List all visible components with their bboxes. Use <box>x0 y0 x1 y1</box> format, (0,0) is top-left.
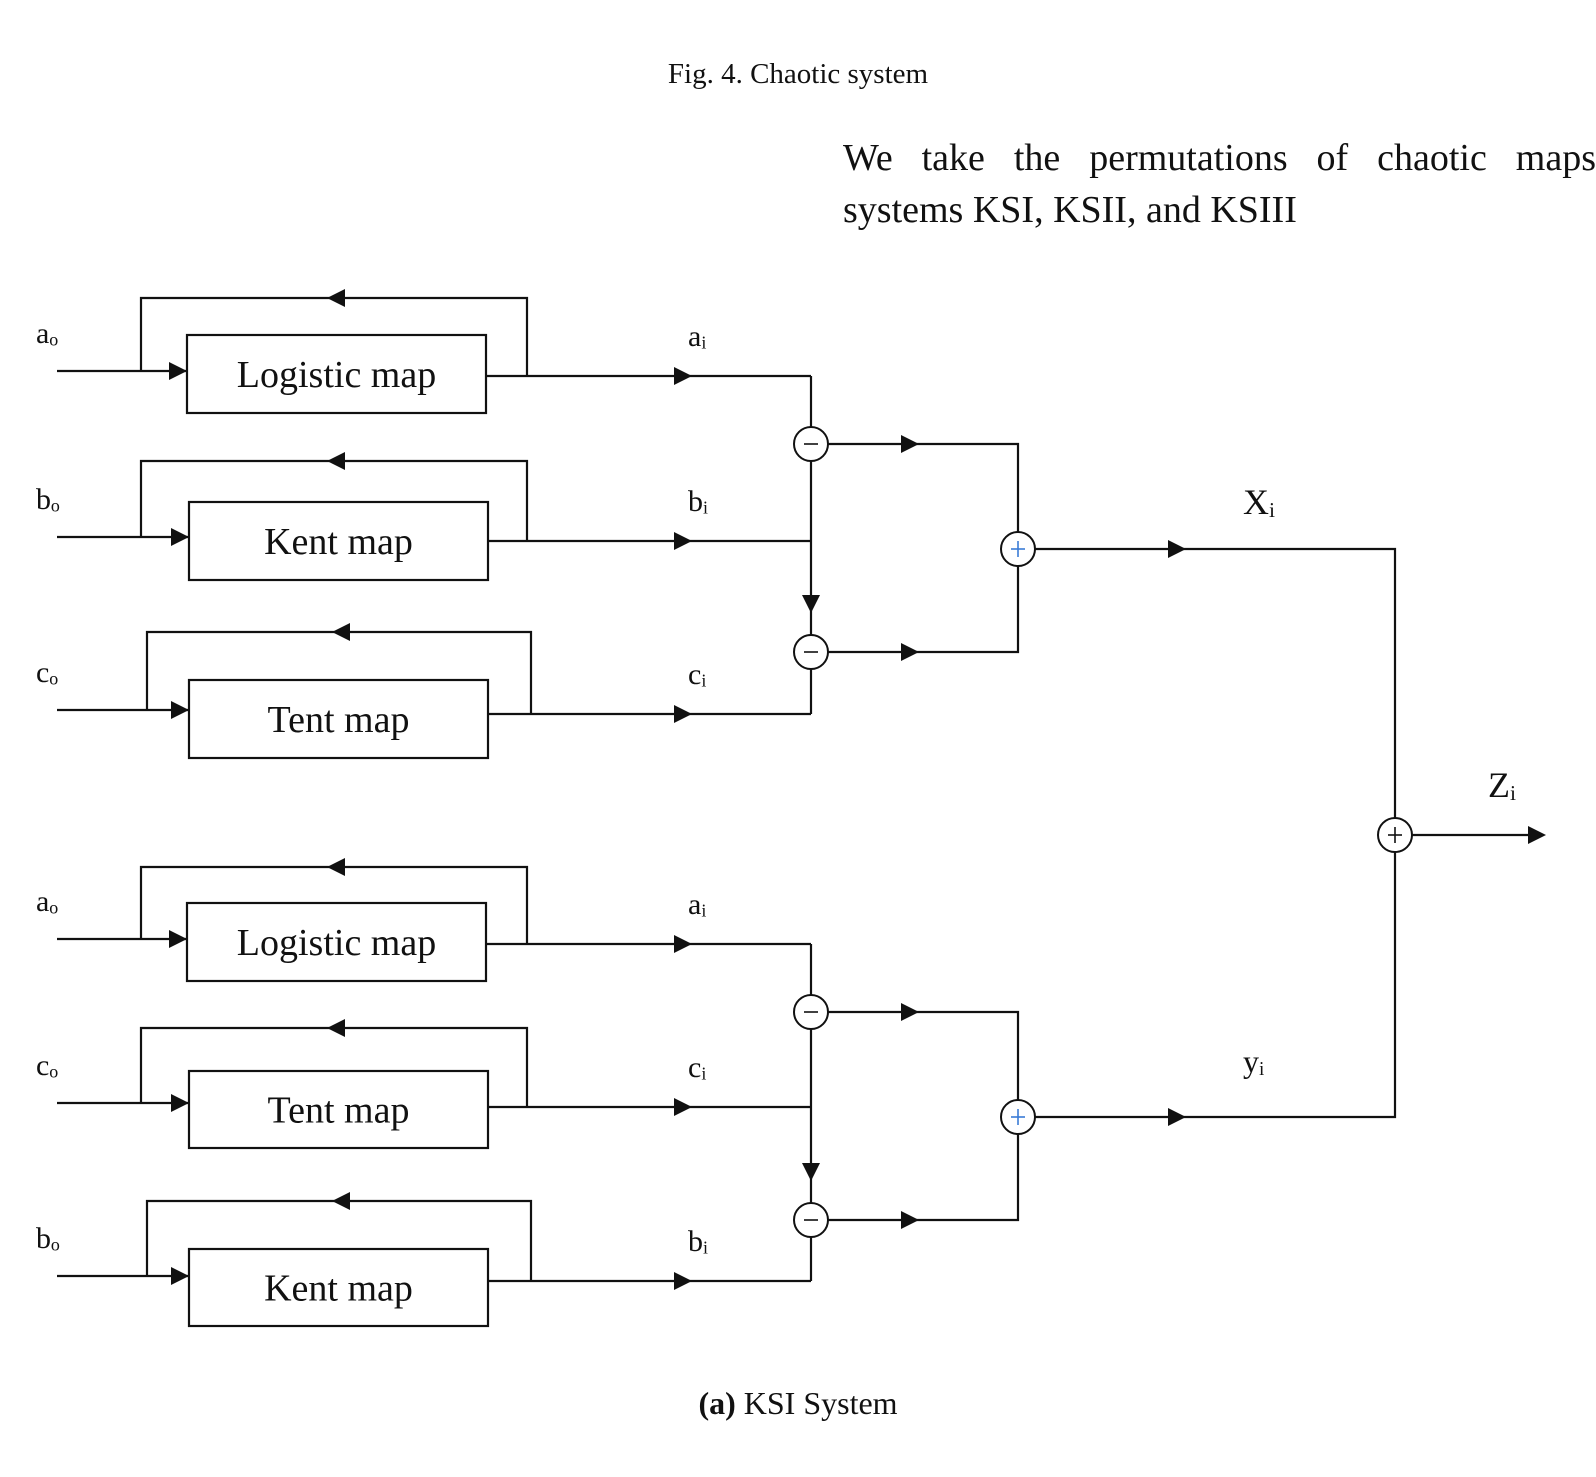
lower-sub1-out-arrow <box>901 1003 919 1021</box>
paragraph-line-1: We take the permutations of chaotic maps <box>843 137 1596 179</box>
figure-title: Fig. 4. Chaotic system <box>667 58 929 90</box>
upper-sub1-out-arrow <box>901 435 919 453</box>
final-output-arrow <box>1528 826 1546 844</box>
lower-row3-input-arrow <box>171 1267 189 1285</box>
upper-row2-map-label: Kent map <box>264 521 413 563</box>
final-output-label: Zᵢ <box>1488 765 1516 805</box>
upper-row2-output-arrow <box>674 532 692 550</box>
lower-row1-output-label: aᵢ <box>688 888 706 921</box>
lower-row3-output-label: bᵢ <box>688 1225 708 1258</box>
upper-row1-map-label: Logistic map <box>237 354 436 396</box>
upper-row3-input-label: cₒ <box>36 656 58 689</box>
lower-row2-output-label: cᵢ <box>688 1051 706 1084</box>
upper-row1-input-label: aₒ <box>36 317 58 350</box>
upper-row3-output-label: cᵢ <box>688 658 706 691</box>
lower-sub2-out-arrow <box>901 1211 919 1229</box>
lower-row2-output-arrow <box>674 1098 692 1116</box>
upper-row2-feedback-arrow <box>327 452 345 470</box>
upper-row3-output-arrow <box>674 705 692 723</box>
lower-row1-map-label: Logistic map <box>237 922 436 964</box>
caption-text: KSI System <box>735 1385 898 1421</box>
upper-row1-feedback-arrow <box>327 289 345 307</box>
upper-sub-link-arrow <box>802 595 820 613</box>
body-paragraph: We take the permutations of chaotic maps… <box>843 132 1596 236</box>
upper-row2-input-arrow <box>171 528 189 546</box>
upper-sub2-out-arrow <box>901 643 919 661</box>
lower-row3-output-arrow <box>674 1272 692 1290</box>
lower-result-arrow <box>1168 1108 1186 1126</box>
lower-sub1-out-wire <box>828 1010 1020 1100</box>
upper-row1-output-arrow <box>674 367 692 385</box>
lower-row1-feedback-arrow <box>327 858 345 876</box>
lower-row2-feedback-arrow <box>327 1019 345 1037</box>
upper-result-arrow <box>1168 540 1186 558</box>
upper-row2-input-label: bₒ <box>36 483 60 516</box>
lower-row2-input-arrow <box>171 1094 189 1112</box>
upper-sub1-out-wire <box>828 442 1020 532</box>
lower-row3-map-label: Kent map <box>264 1268 413 1310</box>
lower-row1-output-arrow <box>674 935 692 953</box>
lower-sub-link-arrow <box>802 1163 820 1181</box>
upper-row1-input-arrow <box>169 362 187 380</box>
upper-result-label: Xᵢ <box>1243 482 1275 522</box>
upper-row2-output-label: bᵢ <box>688 485 708 518</box>
lower-row2-map-box <box>187 1069 490 1150</box>
paragraph-line-2: systems KSI, KSII, and KSIII <box>843 189 1297 231</box>
lower-result-wire <box>1035 852 1397 1119</box>
lower-row2-input-label: cₒ <box>36 1049 58 1082</box>
lower-row1-map-box <box>185 901 488 983</box>
lower-row3-input-label: bₒ <box>36 1222 60 1255</box>
lower-row2-map-label: Tent map <box>268 1090 410 1132</box>
lower-sub2-out-wire <box>828 1134 1020 1222</box>
upper-sub2-out-wire <box>828 566 1020 654</box>
upper-row2-map-box <box>187 500 490 582</box>
lower-row1-input-label: aₒ <box>36 885 58 918</box>
lower-result-label: yᵢ <box>1243 1043 1264 1079</box>
caption-label: (a) <box>698 1385 736 1421</box>
lower-row3-feedback-arrow <box>332 1192 350 1210</box>
lower-row3-map-box <box>187 1247 490 1328</box>
upper-row1-map-box <box>185 333 488 415</box>
figure-caption: (a) KSI System <box>0 1385 1596 1422</box>
lower-row1-input-arrow <box>169 930 187 948</box>
upper-row3-map-box <box>187 678 490 760</box>
upper-row3-feedback-arrow <box>332 623 350 641</box>
upper-row3-input-arrow <box>171 701 189 719</box>
upper-row3-map-label: Tent map <box>268 699 410 741</box>
upper-result-wire <box>1035 547 1397 818</box>
upper-row1-output-label: aᵢ <box>688 320 706 353</box>
